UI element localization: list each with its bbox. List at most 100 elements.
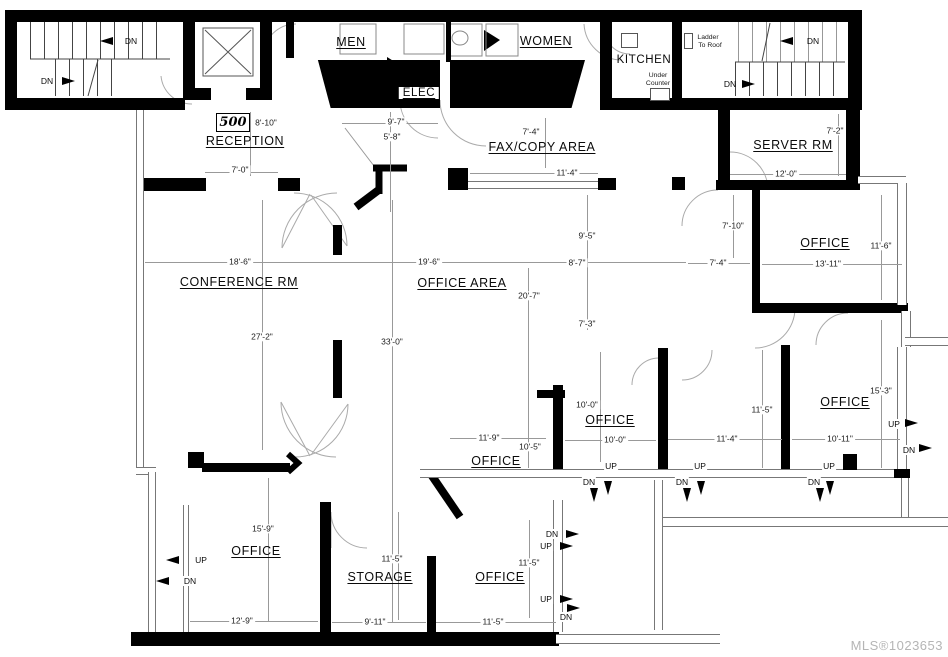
dim-fax-height: 7'-4" [520,126,542,137]
marker-up-s2: UP [693,461,707,471]
dim-line [398,512,399,620]
dim-e-height: 11'-5" [749,404,775,415]
wall-conference-bottom [202,463,290,472]
up-arrow-icon [905,419,918,427]
room-label-office-area: OFFICE AREA [417,276,507,290]
dim-line [838,114,839,176]
dn-arrow-icon [62,77,75,85]
wall-conference-right-b [333,340,342,398]
wall-top [5,10,862,22]
wall-corridor-south [420,469,910,478]
wall-fax-stub-left [448,168,468,190]
room-label-elec: ELEC [398,87,440,99]
marker-dn-stair-tr-2: DN [723,79,737,89]
dim-line [587,195,588,330]
room-label-office-ne: OFFICE [800,236,850,250]
wall-conference-right-a [333,225,342,255]
dim-conference-width: 18'-6" [227,256,253,267]
window-wall-s-corridor [553,500,563,632]
dim-line [268,478,269,622]
wall-reception-stub-right [278,178,300,191]
marker-up-right: UP [887,419,901,429]
dn-arrow-icon [566,530,579,538]
wall-corridor-block-corner [894,469,910,478]
room-label-women: WOMEN [519,34,573,48]
dim-diag-width: 11'-9" [476,432,502,443]
dim-line [250,112,251,176]
dim-line [392,200,393,622]
dim-office-area-height2: 20'-7" [516,290,542,301]
wall-storage-right [427,556,436,632]
dim-reception-height: 8'-10" [253,117,279,128]
dim-office-area-height: 33'-0" [379,336,405,347]
window-wall-ne-top [858,176,906,184]
marker-dn-stair-tr-1: DN [806,36,820,46]
room-label-kitchen: KITCHEN [616,54,672,66]
dn-arrow-icon [604,481,612,495]
wall-ne-office-bottom [752,303,908,313]
dim-se-height: 15'-3" [868,385,894,396]
room-label-server: SERVER RM [753,138,833,152]
wall-kitchen-left [600,22,612,110]
dim-mid-width: 10'-0" [602,434,628,445]
dn-arrow-icon [567,604,580,612]
wall-ne-office-left [752,190,760,313]
room-label-men: MEN [336,35,366,49]
up-arrow-icon [166,556,179,564]
wall-stair-left [5,10,17,110]
wall-mid-office-left [553,385,563,470]
dim-corridor-height: 5'-8" [381,131,403,142]
room-label-office-mid: OFFICE [585,413,635,427]
dn-arrow-icon [697,481,705,495]
dn-arrow-icon [826,481,834,495]
up-arrow-icon [560,542,573,550]
marker-up-s3: UP [822,461,836,471]
dim-diag-width2: 10'-5" [517,441,543,452]
dim-line [262,200,263,450]
wall-sw-divider [320,502,331,632]
wall-kitchen-bottom [600,98,682,110]
room-label-office-diag: OFFICE [471,454,521,468]
window-wall-s-bottom [556,634,720,644]
wall-mid-office-top [537,390,565,398]
dn-arrow-icon [919,444,932,452]
window-wall-ne-right [897,183,907,305]
dim-corridor-width: 9'-7" [385,116,407,127]
room-label-office-se: OFFICE [820,395,870,409]
dim-line [600,352,601,462]
room-label-office-s: OFFICE [475,570,525,584]
wall-fax-thin [468,181,598,189]
wall-restroom-divider [446,22,451,62]
kitchen-under-counter-line2: Counter [645,80,671,88]
ladder-to-roof-line1: Ladder [697,34,719,42]
wall-reception-left [136,178,188,191]
dim-conference-height: 27'-2" [249,331,275,342]
dim-reception-width: 7'-0" [229,164,251,175]
marker-up-s1: UP [604,461,618,471]
dn-arrow-icon [590,488,598,502]
dim-storage-height: 11'-5" [379,553,405,564]
dn-arrow-icon [742,80,755,88]
dim-e-width: 11'-4" [714,433,740,444]
dim-line [390,112,391,212]
dim-ne-width: 13'-11" [813,258,843,269]
marker-dn-left: DN [182,576,198,586]
stairs-top-right-lower [735,62,845,96]
wall-conference-bottom-stub [188,452,204,468]
window-wall-bump-top [905,337,948,346]
wall-kitchen-right [672,22,682,108]
wall-elevator-bottom-right [246,88,272,100]
dim-se-width: 10'-11" [825,433,855,444]
dim-oa-box-height2: 7'-3" [576,318,598,329]
marker-dn-stair-tl-2: DN [40,76,54,86]
dim-line [545,118,546,168]
dim-mid-height: 10'-0" [574,399,600,410]
dim-sw-height: 15'-9" [250,523,276,534]
window-wall-e-right [901,311,911,347]
window-wall-left [136,110,144,470]
elevator-x-icon [202,27,254,77]
wall-stair2-right [848,10,862,110]
dim-ne-height: 7'-10" [720,220,746,231]
marker-dn-right: DN [901,445,917,455]
